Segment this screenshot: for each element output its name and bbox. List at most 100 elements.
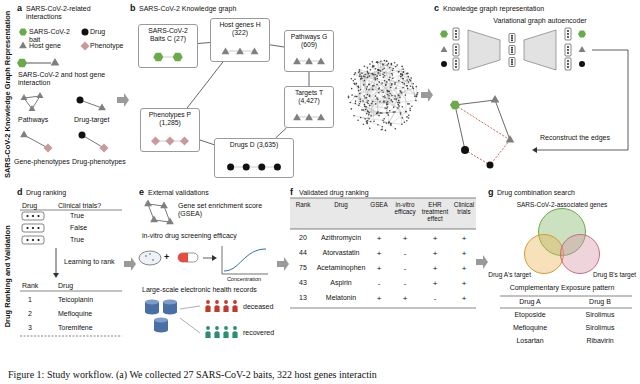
drawing-circle (386, 112, 388, 114)
drawing-circle (379, 101, 381, 103)
drawing-circle (353, 115, 355, 117)
drawing-circle (382, 120, 384, 122)
drawing-line (465, 150, 490, 165)
drawing-circle (26, 215, 28, 217)
drawing-line (389, 108, 398, 122)
drawing-circle (381, 82, 383, 84)
drawing-line (391, 112, 406, 125)
drawing-circle (361, 72, 363, 74)
venn-circle: Drug B's target (560, 234, 600, 274)
text-label: Azithromycin (316, 234, 366, 242)
drawing-circle (390, 123, 392, 125)
drawing-line (388, 111, 395, 113)
drawing-circle (372, 65, 374, 67)
entity-group-box: Targets T (4,427) (284, 86, 334, 128)
drawing-circle (391, 64, 393, 66)
drawing-line (377, 62, 396, 67)
drawing-circle (511, 61, 513, 63)
drawing-circle (407, 73, 409, 75)
drawing-circle (152, 259, 154, 261)
drawing-line (364, 86, 373, 96)
node-text: Host genes H (322) (211, 19, 269, 37)
text-label: Large-scale electronic health records (142, 286, 278, 294)
gene-triangle (317, 114, 325, 121)
drawing-line (366, 107, 378, 112)
drawing-circle (511, 37, 513, 39)
drawing-circle (353, 80, 355, 82)
text-label: Drug-target (74, 116, 120, 124)
node-text: Drugs D (3,635) (215, 139, 293, 149)
text-label: Aspirin (316, 279, 366, 287)
drawing-circle (408, 81, 410, 83)
drawing-circle (368, 84, 370, 86)
entity-group-box: Phenotypes P (1,285) (140, 108, 200, 152)
text-label: EHR treatment effect (420, 201, 450, 223)
drawing-line (364, 85, 373, 102)
drawing-line (402, 82, 416, 96)
drawing-circle (404, 122, 406, 124)
gene-triangle (20, 131, 28, 138)
drawing-circle (373, 85, 375, 87)
drawing-circle (455, 60, 457, 62)
drawing-circle (384, 75, 386, 77)
drawing-circle (377, 62, 379, 64)
drawing-circle (378, 70, 380, 72)
gene-triangle (441, 46, 448, 52)
drawing-circle (145, 255, 147, 257)
drawing-circle (402, 75, 404, 77)
knowledge-graph-cloud (348, 60, 419, 131)
drawing-line (404, 83, 413, 84)
drawing-line (411, 81, 413, 87)
drawing-circle (386, 61, 388, 63)
drawing-line (377, 61, 386, 62)
drawing-circle (351, 78, 353, 80)
text-label: 1 (28, 296, 40, 304)
group-icons (215, 159, 293, 175)
gene-triangle (160, 202, 168, 209)
panel-letter: c (434, 3, 444, 13)
drug-circle (82, 29, 89, 36)
pill-icon (178, 253, 198, 262)
drawing-circle (367, 71, 369, 73)
text-label: Gene-phenotypes (14, 158, 72, 166)
drawing-circle (372, 61, 374, 63)
drawing-line (455, 100, 495, 105)
drawing-circle (455, 46, 457, 48)
drawing-ellipse (163, 300, 177, 305)
drawing-circle (393, 106, 395, 108)
drawing-circle (370, 115, 372, 117)
drawing-line (404, 84, 416, 96)
drawing-circle (387, 94, 389, 96)
drawing-circle (378, 69, 380, 71)
drawing-line (365, 106, 369, 112)
drawing-circle (26, 239, 28, 241)
drawing-line (455, 105, 510, 140)
gene-triangle (293, 114, 301, 121)
drawing-line (390, 124, 391, 125)
text-label: + (392, 234, 418, 243)
drawing-circle (149, 253, 151, 255)
drawing-circle (398, 95, 400, 97)
drawing-circle (389, 77, 391, 79)
drawing-line (364, 70, 371, 85)
drawing-circle (567, 66, 569, 68)
feature-vector (453, 58, 459, 70)
text-label: - (368, 279, 390, 288)
drawing-circle (412, 86, 414, 88)
drawing-circle (396, 64, 398, 66)
drawing-path (205, 331, 210, 338)
drawing-line (383, 101, 384, 103)
drawing-circle (367, 67, 369, 69)
drawing-circle (390, 124, 392, 126)
drawing-circle (373, 74, 375, 76)
drawing-circle (361, 109, 363, 111)
drawing-line (385, 108, 387, 113)
text-label: Drug-phenotypes (72, 158, 126, 166)
drawing-circle (366, 101, 368, 103)
drawing-line (379, 82, 389, 98)
text-label: - (392, 264, 418, 273)
drawing-circle (400, 73, 402, 75)
drawing-circle (390, 87, 392, 89)
flow-arrow (124, 257, 136, 271)
drawing-line (390, 77, 395, 82)
